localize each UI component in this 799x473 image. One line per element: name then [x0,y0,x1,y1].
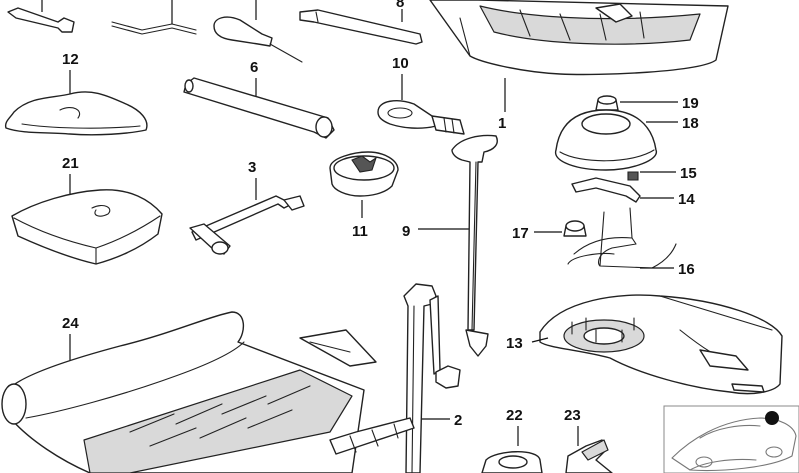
open-end-wrench-part[interactable] [7,0,75,33]
label-8: 8 [396,0,404,11]
label-2: 2 [454,412,462,429]
label-22: 22 [506,407,523,424]
label-10: 10 [392,55,409,72]
location-dot-icon [765,411,779,425]
part-9[interactable]: 9 [402,134,498,357]
label-15: 15 [680,165,697,182]
label-12: 12 [62,51,79,68]
car-location-thumbnail [663,405,799,473]
part-19[interactable]: 19 [595,95,699,112]
part-10[interactable]: 10 [377,55,465,135]
part-18[interactable]: 18 [555,109,699,171]
label-17: 17 [512,225,529,242]
label-14: 14 [678,191,695,208]
part-13[interactable]: 13 [506,294,783,395]
part-22[interactable]: 22 [481,407,543,473]
car-location-icon [671,417,797,472]
label-6: 6 [250,59,258,76]
label-23: 23 [564,407,581,424]
label-19: 19 [682,95,699,112]
part-3[interactable]: 3 [189,159,305,255]
label-24: 24 [62,315,79,332]
part-8[interactable]: 8 [299,0,423,45]
label-13: 13 [506,335,523,352]
label-11: 11 [352,223,368,240]
bent-rod-part[interactable] [111,0,197,35]
part-17[interactable]: 17 [512,220,587,242]
part-14[interactable]: 14 [571,177,695,208]
part-6[interactable]: 6 [183,59,335,139]
screwdriver-part[interactable] [213,0,303,63]
part-11[interactable]: 11 [329,151,399,240]
label-3: 3 [248,159,256,176]
part-12[interactable]: 12 [4,51,148,136]
label-16: 16 [678,261,695,278]
label-21: 21 [62,155,79,172]
part-1[interactable]: 1 [429,0,729,132]
label-9: 9 [402,223,410,240]
part-2[interactable]: 2 [329,283,462,473]
part-15[interactable]: 15 [627,165,697,182]
part-21[interactable]: 21 [11,155,163,265]
label-1: 1 [498,115,506,132]
part-24[interactable]: 24 [1,311,377,473]
part-23[interactable]: 23 [564,407,613,473]
label-18: 18 [682,115,699,132]
part-16[interactable]: 16 [567,207,695,278]
